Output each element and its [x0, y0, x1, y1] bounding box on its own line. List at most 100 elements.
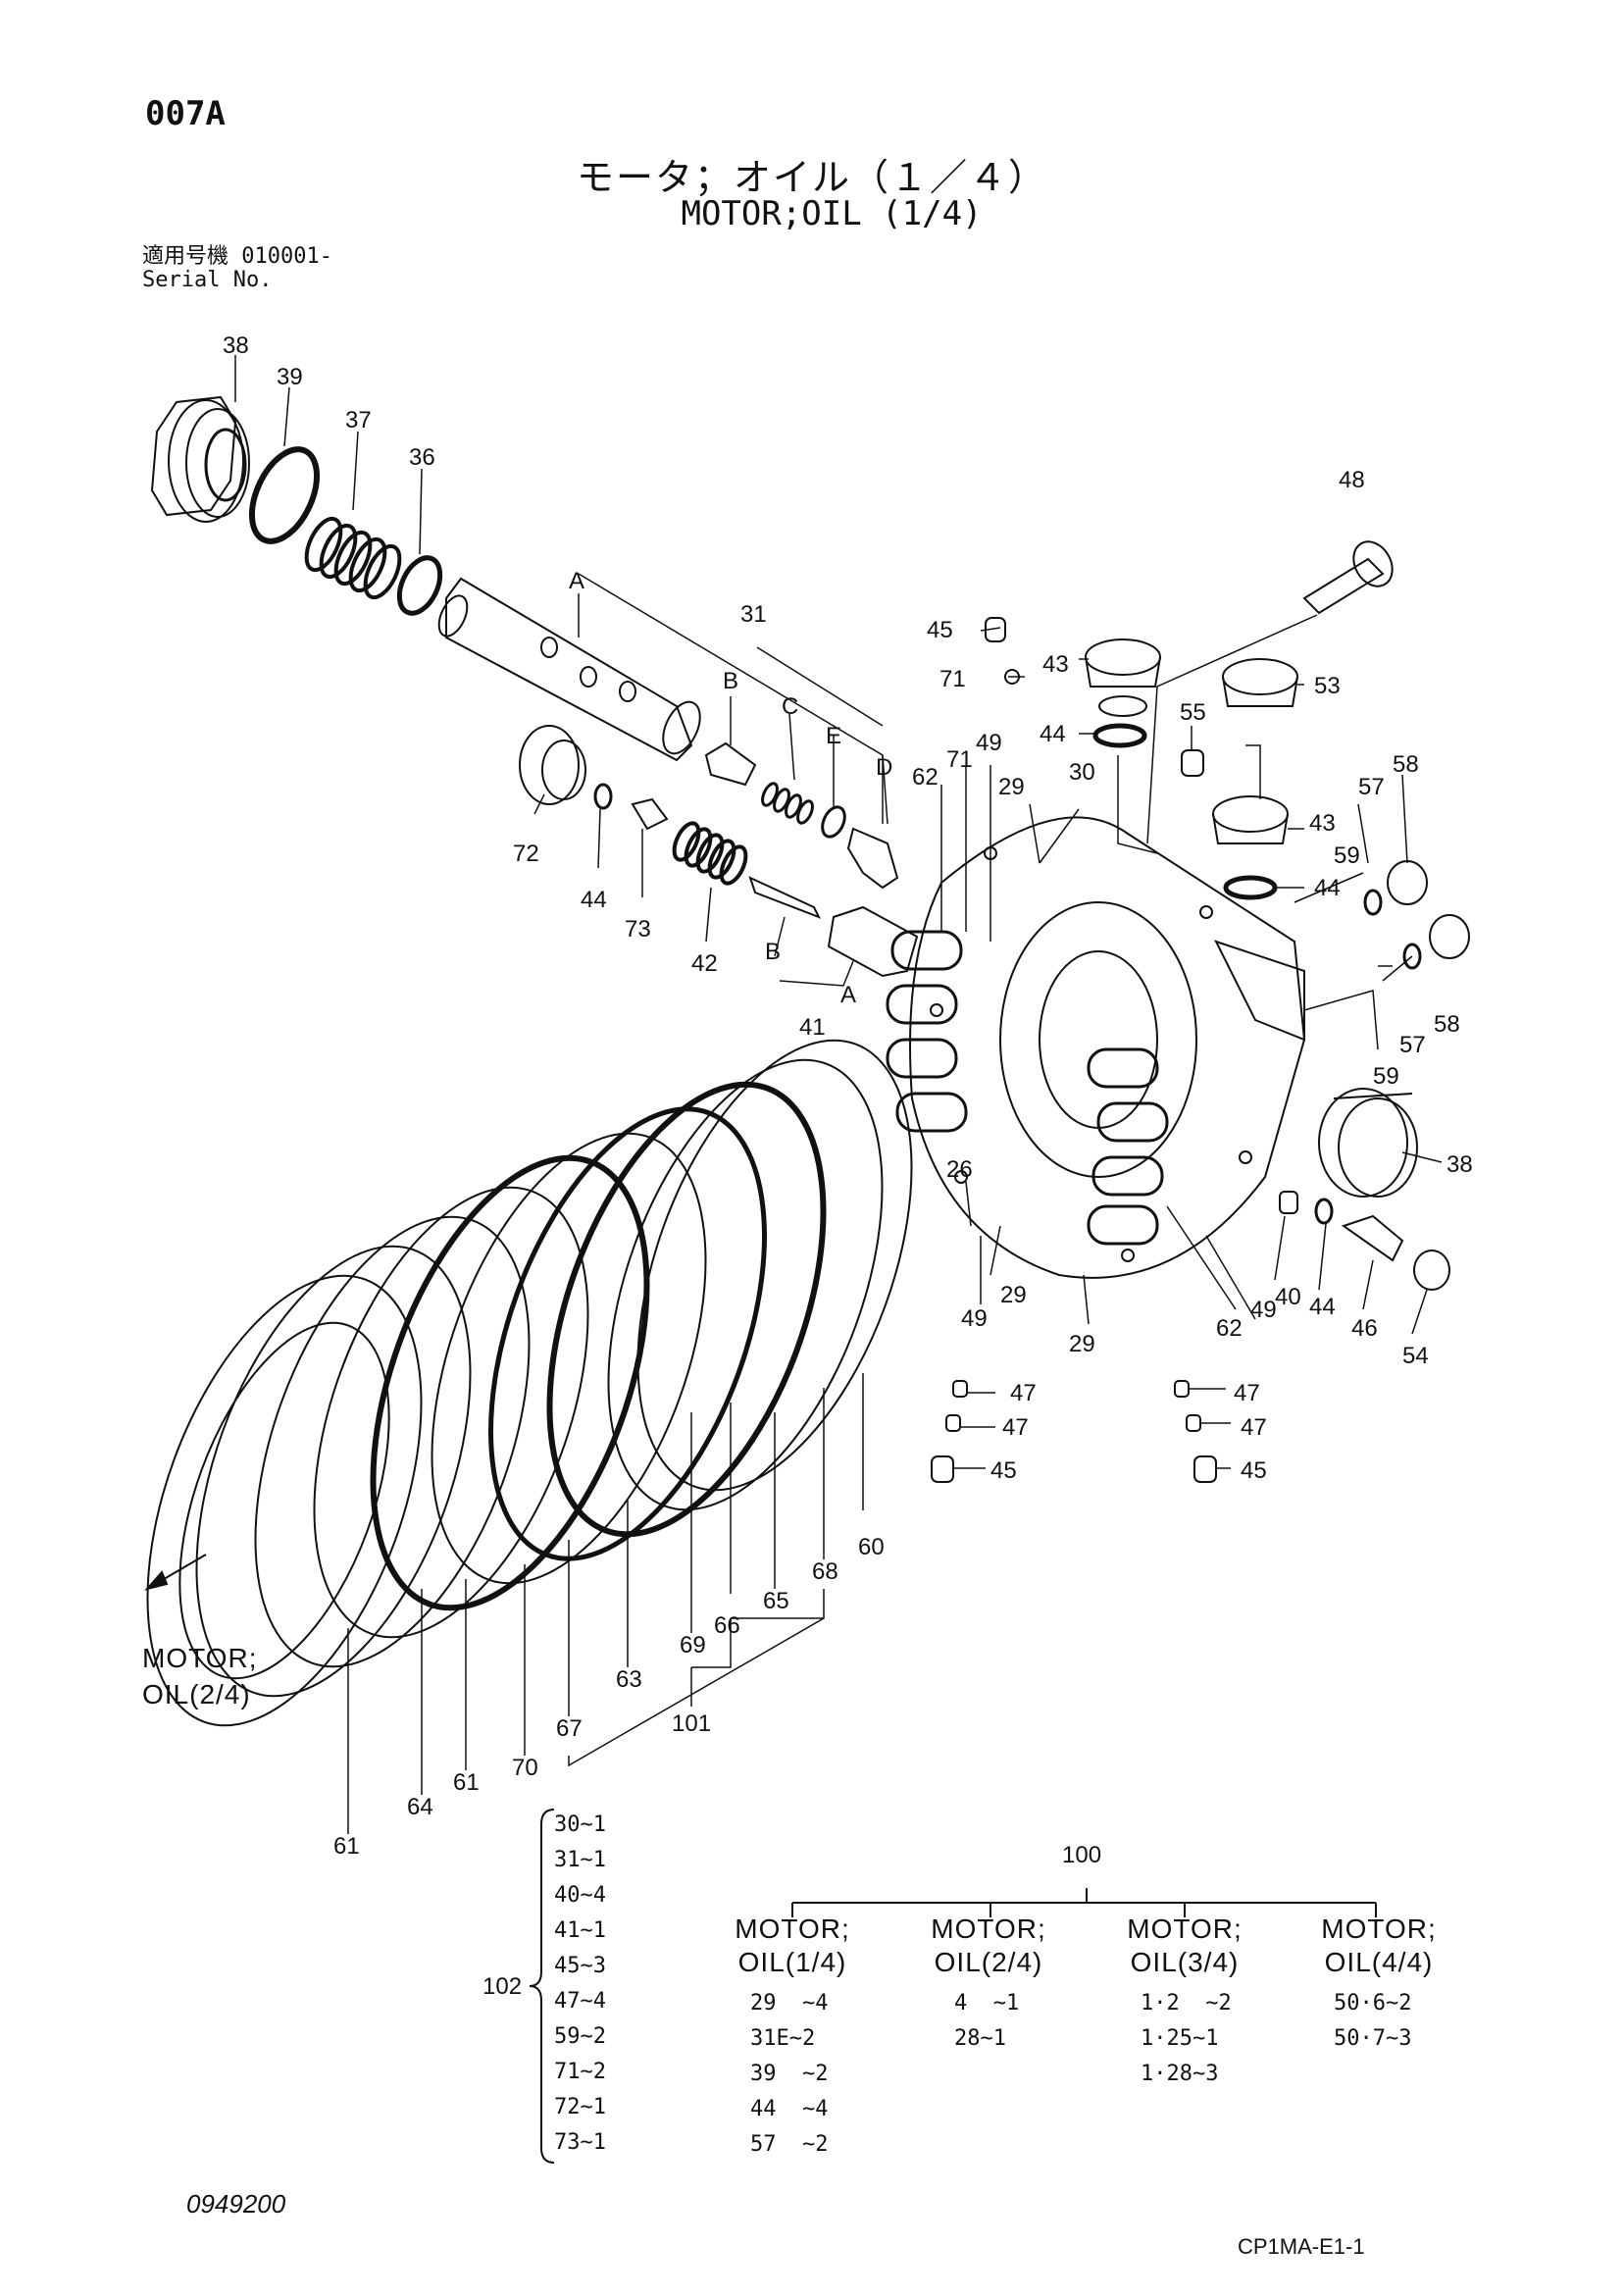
- kit-100-col1-row: 57 ~2: [750, 2132, 829, 2157]
- o-ring-44-right: [1314, 1198, 1334, 1225]
- callout-labels: 38 39 37 36 31 A B C E D 45 71 43 44 48 …: [142, 332, 1473, 1860]
- plug-55: [1181, 749, 1204, 777]
- kit-100-col3-row: 1·2 ~2: [1141, 1991, 1232, 2015]
- kit-100-col2-row: 28~1: [954, 2026, 1006, 2051]
- callout-47-bl-1: 47: [1010, 1380, 1037, 1406]
- callout-44-top: 44: [1040, 721, 1066, 747]
- callout-44-left: 44: [581, 887, 607, 913]
- callout-29-top: 29: [998, 774, 1025, 800]
- callout-31-d: D: [876, 754, 892, 781]
- callout-38-top: 38: [223, 332, 249, 359]
- title-japanese: モータ；オイル（１／４）: [576, 156, 1047, 199]
- callout-31-c: C: [782, 693, 798, 720]
- spring-31c: [761, 782, 814, 825]
- plug-58-lower: [1429, 914, 1470, 959]
- kit-102-item: 47~4: [554, 1989, 606, 2014]
- kit-100-col4-row: 50·7~3: [1334, 2026, 1412, 2051]
- callout-45-top: 45: [927, 617, 953, 643]
- callout-58-upper: 58: [1393, 751, 1419, 778]
- piston-seal-stack: [146, 1039, 913, 1727]
- callout-67: 67: [556, 1715, 583, 1742]
- callout-57-upper: 57: [1358, 774, 1385, 800]
- callout-72: 72: [513, 841, 539, 867]
- kit-102-brace: [529, 1809, 555, 2164]
- kit-100-col4-header-line2: OIL(4/4): [1324, 1947, 1434, 1977]
- callout-44-lower: 44: [1314, 875, 1341, 901]
- callout-71-top: 71: [939, 666, 966, 692]
- kit-102-item: 30~1: [554, 1812, 606, 1837]
- callout-31: 31: [740, 601, 767, 628]
- callout-31-b: B: [723, 668, 738, 694]
- callout-46: 46: [1351, 1315, 1378, 1342]
- kit-102-item: 73~1: [554, 2130, 606, 2155]
- kit-100-ref: 100: [1062, 1842, 1102, 1868]
- kit-100-col3-row: 1·28~3: [1141, 2062, 1219, 2086]
- kit-102-item: 40~4: [554, 1883, 606, 1908]
- callout-57-lower: 57: [1399, 1032, 1426, 1058]
- kit-100-col1-row: 29 ~4: [750, 1991, 829, 2015]
- callout-38-right: 38: [1446, 1151, 1473, 1178]
- plug-47-bl-2: [945, 1414, 961, 1432]
- callout-61-bottom: 61: [333, 1833, 360, 1860]
- callout-37: 37: [345, 407, 372, 434]
- callout-44-right: 44: [1309, 1294, 1336, 1320]
- kit-100-col1-header-line2: OIL(1/4): [737, 1947, 847, 1977]
- spring-42: [672, 821, 748, 886]
- callout-49-top: 49: [976, 730, 1002, 756]
- callout-47-br-2: 47: [1241, 1414, 1267, 1441]
- kit-100-col3-header: MOTOR; OIL(3/4): [1087, 1913, 1283, 1979]
- callout-39: 39: [277, 364, 303, 390]
- callout-71-mid: 71: [946, 746, 973, 773]
- kit-102-item: 59~2: [554, 2024, 606, 2049]
- serial-block: 適用号機 010001- Serial No.: [142, 245, 332, 292]
- spring-37: [304, 516, 402, 600]
- arrow-head: [144, 1570, 169, 1591]
- kit-100-col1-row: 31E~2: [750, 2026, 816, 2051]
- sheet-reference: CP1MA-E1-1: [1238, 2234, 1365, 2259]
- callout-59-lower: 59: [1373, 1063, 1399, 1090]
- o-ring-44-top: [1092, 723, 1147, 748]
- callout-62-top: 62: [912, 764, 939, 791]
- plug-38-top: [150, 395, 250, 523]
- kit-100-col1-row: 39 ~2: [750, 2062, 829, 2086]
- kit-102-item: 41~1: [554, 1918, 606, 1943]
- callout-66: 66: [714, 1612, 740, 1639]
- callout-73: 73: [625, 916, 651, 943]
- callout-36: 36: [409, 444, 435, 471]
- callout-41-b: B: [765, 939, 781, 965]
- o-ring-44-left: [593, 783, 613, 810]
- callout-45-br: 45: [1241, 1457, 1267, 1484]
- plug-54: [1413, 1250, 1450, 1291]
- kit-102-item: 45~3: [554, 1954, 606, 1978]
- o-ring-39: [248, 446, 321, 544]
- kit-102-item: 72~1: [554, 2095, 606, 2119]
- callout-29-mid: 29: [1000, 1282, 1027, 1308]
- page-code: 007A: [145, 94, 226, 133]
- callout-65: 65: [763, 1588, 789, 1614]
- callout-55: 55: [1180, 699, 1206, 726]
- callout-53: 53: [1314, 673, 1341, 699]
- callout-70: 70: [512, 1755, 538, 1781]
- springs-62-cluster: [886, 930, 1169, 1246]
- plug-47-br-1: [1174, 1380, 1190, 1398]
- fitting-46: [1341, 1214, 1404, 1262]
- kit-100-col2-row: 4 ~1: [954, 1991, 1020, 2015]
- callout-45-bl: 45: [990, 1457, 1017, 1484]
- title-english: MOTOR;OIL (1/4): [681, 194, 983, 233]
- side-note-line2: OIL(2/4): [142, 1679, 251, 1709]
- bolt-48: [1302, 540, 1394, 615]
- serial-label-ja: 適用号機 010001-: [142, 244, 332, 269]
- callout-69: 69: [680, 1632, 706, 1658]
- spool-41a: [827, 905, 919, 978]
- spool-31: [437, 577, 701, 762]
- callout-61-mid: 61: [453, 1769, 480, 1796]
- serial-label-en: Serial No.: [142, 268, 273, 292]
- plug-31d: [846, 827, 899, 890]
- ring-57-lower: [1402, 943, 1422, 970]
- leader-lines: [234, 355, 1443, 1834]
- plug-58-upper: [1387, 860, 1428, 905]
- check-73: [631, 797, 669, 831]
- kit-100-col4-header: MOTOR; OIL(4/4): [1281, 1913, 1477, 1979]
